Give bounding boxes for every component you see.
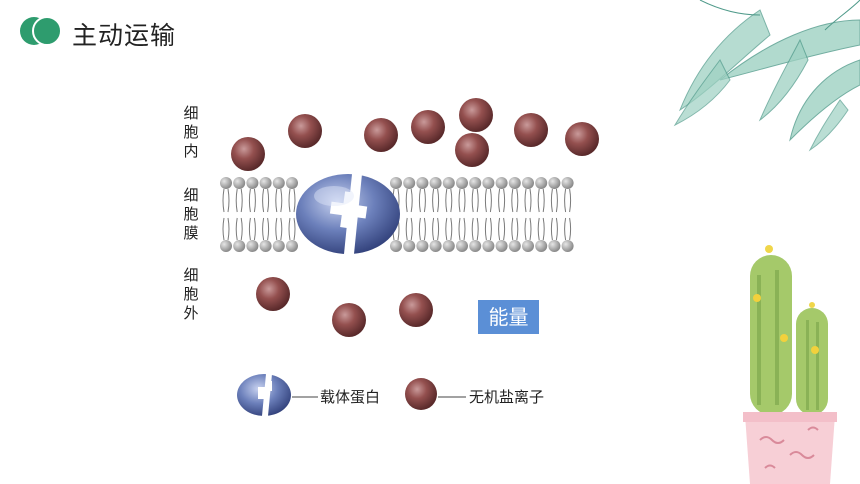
phospholipid-5 xyxy=(272,177,285,252)
phospholipid-16 xyxy=(508,177,521,252)
phospholipid-13 xyxy=(469,177,482,252)
ion-inside-6 xyxy=(455,133,489,167)
page-title: 主动运输 xyxy=(72,21,177,50)
ion-outside-3 xyxy=(399,293,433,327)
legend-carrier-label: 载体蛋白 xyxy=(320,388,381,406)
label-cell-inside: 细胞内 xyxy=(183,104,199,160)
legend-ion-icon xyxy=(405,378,437,410)
carrier-protein xyxy=(296,174,400,254)
phospholipid-2 xyxy=(233,177,246,252)
ion-inside-2 xyxy=(288,114,322,148)
ion-inside-5 xyxy=(459,98,493,132)
phospholipid-19 xyxy=(548,177,561,252)
ion-inside-8 xyxy=(565,122,599,156)
phospholipid-14 xyxy=(482,177,495,252)
energy-box: 能量 xyxy=(478,300,539,334)
ion-inside-4 xyxy=(411,110,445,144)
label-cell-membrane: 细胞膜 xyxy=(183,186,199,242)
cactus-decoration xyxy=(743,245,837,484)
phospholipid-12 xyxy=(456,177,468,252)
leaf-decoration xyxy=(673,0,860,152)
ion-inside-3 xyxy=(364,118,398,152)
phospholipid-17 xyxy=(522,177,534,252)
ion-outside-2 xyxy=(332,303,366,337)
phospholipid-9 xyxy=(416,177,429,252)
legend-carrier-icon xyxy=(237,374,291,416)
phospholipid-4 xyxy=(259,177,272,252)
label-cell-outside: 细胞外 xyxy=(183,266,199,322)
ion-inside-7 xyxy=(514,113,548,147)
header-badge-icon xyxy=(20,16,62,46)
ion-outside-1 xyxy=(256,277,290,311)
phospholipid-3 xyxy=(246,177,259,252)
phospholipid-6 xyxy=(286,177,298,252)
phospholipid-20 xyxy=(561,177,574,252)
phospholipid-11 xyxy=(442,177,455,252)
phospholipid-15 xyxy=(495,177,508,252)
phospholipid-1 xyxy=(220,177,232,252)
cell-membrane xyxy=(220,177,574,252)
legend-ion-label: 无机盐离子 xyxy=(469,388,545,406)
phospholipid-18 xyxy=(535,177,548,252)
ion-inside-1 xyxy=(231,137,265,171)
phospholipid-10 xyxy=(429,177,442,252)
phospholipid-8 xyxy=(403,177,416,252)
